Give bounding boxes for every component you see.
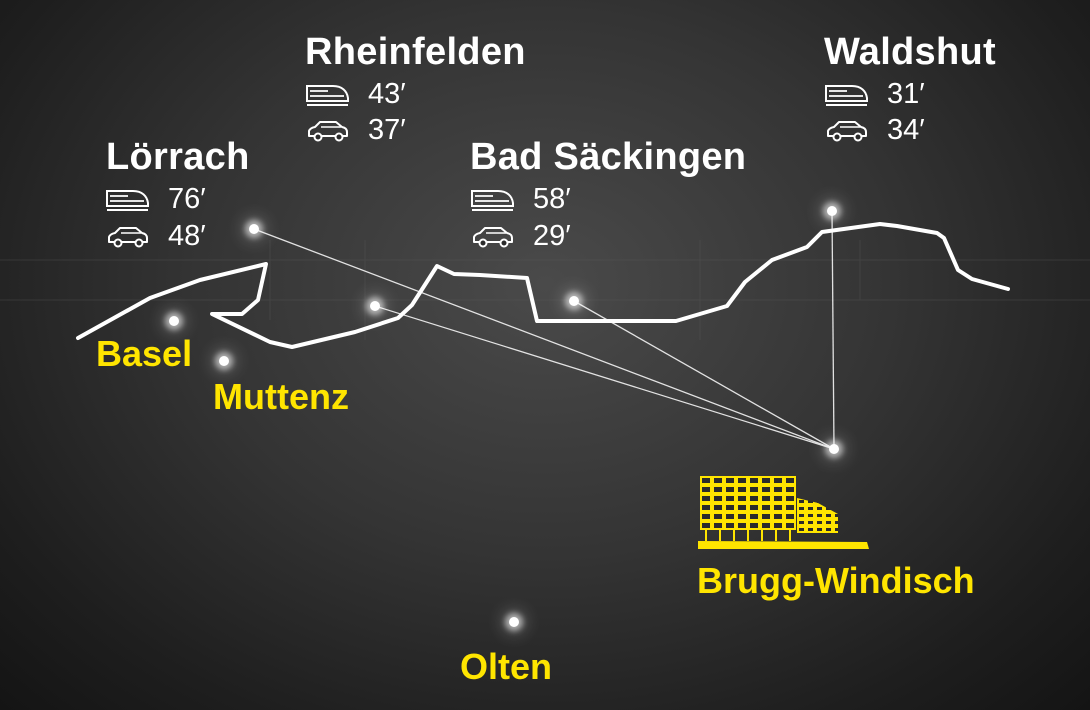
- car-icon: [827, 121, 867, 142]
- city-name-rheinfelden: Rheinfelden: [305, 31, 526, 73]
- place-name-brugg-windisch: Brugg-Windisch: [697, 560, 975, 601]
- car-icon: [108, 227, 148, 248]
- travel-time-car-rheinfelden: 37′: [306, 113, 406, 147]
- travel-time-train-loerrach: 76′: [106, 182, 206, 216]
- city-name-loerrach: Lörrach: [106, 136, 250, 178]
- train-time: 43′: [368, 77, 406, 110]
- train-time: 31′: [887, 77, 925, 110]
- place-name-basel: Basel: [96, 333, 193, 374]
- car-time: 48′: [168, 219, 206, 252]
- train-time: 76′: [168, 182, 206, 215]
- travel-time-train-bad-saeckingen: 58′: [471, 182, 571, 216]
- place-name-olten: Olten: [460, 646, 553, 687]
- train-icon: [306, 85, 349, 106]
- travel-time-car-bad-saeckingen: 29′: [471, 219, 571, 253]
- background-grid: [0, 240, 1090, 340]
- connector-lines: [253, 210, 835, 450]
- border-line: [76, 222, 1010, 349]
- train-icon: [471, 190, 514, 211]
- car-icon: [308, 121, 348, 142]
- car-time: 34′: [887, 113, 925, 146]
- location-dot-muttenz: [219, 356, 229, 366]
- car-time: 37′: [368, 113, 406, 146]
- train-time: 58′: [533, 182, 571, 215]
- location-dot-rheinfelden: [370, 301, 380, 311]
- car-icon: [473, 227, 513, 248]
- location-dot-loerrach: [249, 224, 259, 234]
- city-name-bad-saeckingen: Bad Säckingen: [470, 136, 747, 178]
- location-dot-brugg-windisch: [829, 444, 839, 454]
- location-dot-olten: [509, 617, 519, 627]
- travel-time-train-waldshut: 31′: [825, 77, 925, 111]
- location-dot-basel: [169, 316, 179, 326]
- place-name-muttenz: Muttenz: [213, 376, 349, 417]
- train-icon: [825, 85, 868, 106]
- location-dot-waldshut: [827, 206, 837, 216]
- travel-time-train-rheinfelden: 43′: [306, 77, 406, 111]
- travel-time-car-waldshut: 34′: [825, 113, 925, 147]
- travel-time-car-loerrach: 48′: [106, 219, 206, 253]
- location-dot-bad-saeckingen: [569, 296, 579, 306]
- city-name-waldshut: Waldshut: [824, 31, 996, 73]
- car-time: 29′: [533, 219, 571, 252]
- train-icon: [106, 190, 149, 211]
